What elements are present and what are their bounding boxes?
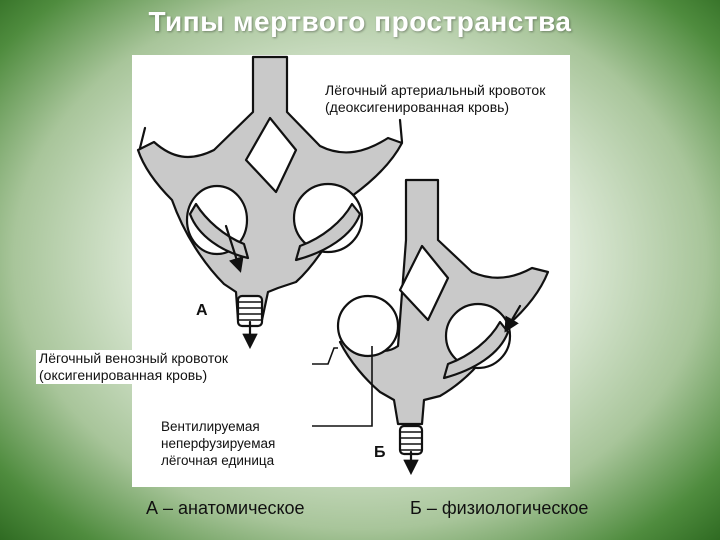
bifurcation-gap-b: [398, 244, 450, 322]
bronchus-a-ribs: [237, 301, 263, 321]
label-venous-line1: Лёгочный венозный кровоток: [39, 350, 229, 366]
diagram-panel: [132, 55, 570, 487]
label-venous-flow: Лёгочный венозный кровоток (оксигенирова…: [36, 350, 232, 384]
bronchus-b-ribs: [399, 431, 423, 451]
pointer-line-arterial: [138, 126, 147, 150]
letter-a: А: [196, 302, 208, 319]
leader-lines: [312, 346, 373, 427]
label-arterial-line1: Лёгочный артериальный кровоток: [325, 82, 546, 98]
caption-anatomical: А – анатомическое: [146, 498, 305, 518]
leader-unit: [312, 346, 373, 427]
capillary-a-right: [294, 202, 362, 262]
label-venous-line2: (оксигенированная кровь): [39, 367, 208, 383]
label-arterial-line2: (деоксигенированная кровь): [325, 99, 510, 115]
flow-arrow-b-right: [504, 304, 522, 333]
diagram-b: [336, 178, 550, 476]
capillary-b-right: [442, 320, 510, 380]
alveolus-b-nonperfused: [336, 294, 400, 358]
slide-title: Типы мертвого пространства: [148, 6, 572, 37]
capillary-a-left: [188, 202, 250, 260]
vessel-tree-a: [136, 55, 404, 322]
pointer-line-arterial-right: [398, 118, 404, 144]
flow-arrow-a-left: [224, 224, 244, 273]
letter-b: Б: [374, 444, 386, 461]
diagram-a: [136, 55, 404, 350]
label-arterial-flow: Лёгочный артериальный кровоток (деоксиге…: [322, 82, 549, 116]
label-unit-line2: неперфузируемая: [161, 436, 276, 451]
bifurcation-gap-a: [244, 116, 298, 194]
caption-physiological: Б – физиологическое: [410, 498, 589, 518]
label-unit-line3: лёгочная единица: [161, 453, 275, 468]
label-unit-line1: Вентилируемая: [161, 419, 260, 434]
leader-venous: [312, 347, 338, 365]
label-ventilated-unit: Вентилируемая неперфузируемая лёгочная е…: [158, 418, 279, 469]
